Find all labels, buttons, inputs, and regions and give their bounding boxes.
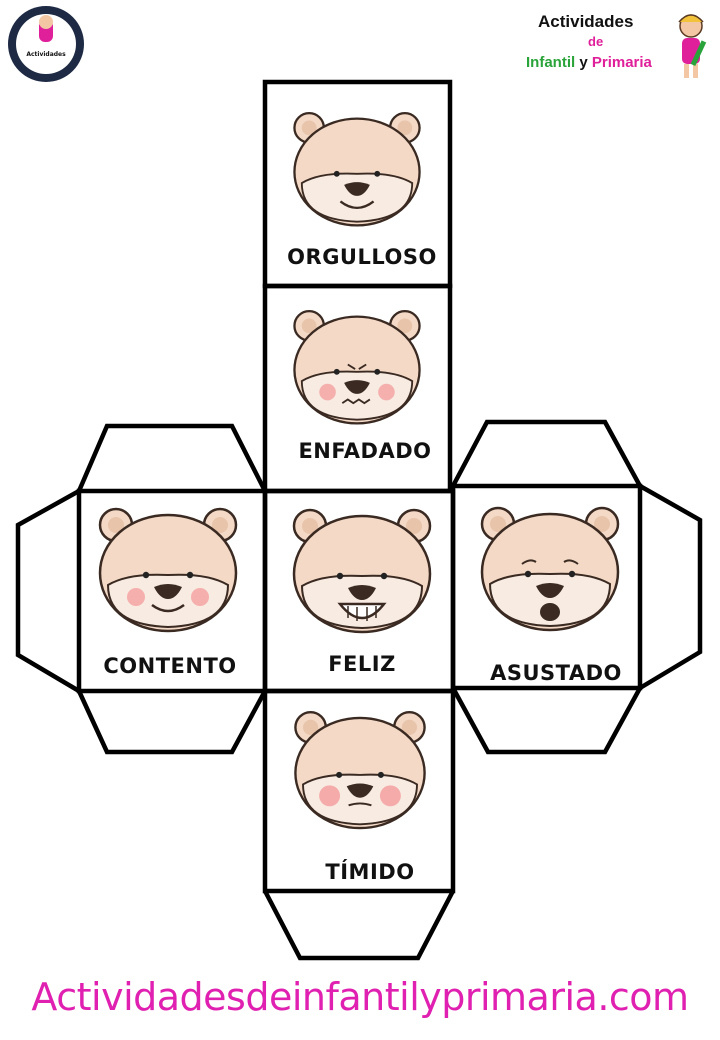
footer-website: Actividadesdeinfantilyprimaria.com <box>31 975 689 1019</box>
logo-subtitle: Infantil y Primaria <box>526 54 652 71</box>
bear-face-proud <box>293 111 421 227</box>
logo-de: de <box>588 34 604 49</box>
logo-title: Actividades <box>538 12 634 31</box>
logo-left-text: Actividades <box>26 51 66 58</box>
face-label-left: CONTENTO <box>103 654 236 678</box>
bear-face-happy <box>292 508 432 634</box>
face-label-right: ASUSTADO <box>490 661 622 685</box>
bear-face-shy <box>294 711 426 830</box>
face-label-upper: ENFADADO <box>298 439 431 463</box>
girl-mascot-icon <box>678 14 707 78</box>
face-label-top: ORGULLOSO <box>287 245 437 269</box>
brand-logo: Actividades de Infantil y Primaria <box>520 8 716 86</box>
site-logo-badge: Actividades <box>8 6 84 82</box>
bear-face-angry <box>293 309 421 425</box>
face-label-bottom: TÍMIDO <box>325 859 414 884</box>
bear-face-scared <box>480 506 620 632</box>
face-label-center: FELIZ <box>328 652 396 676</box>
bear-face-content <box>98 507 238 633</box>
